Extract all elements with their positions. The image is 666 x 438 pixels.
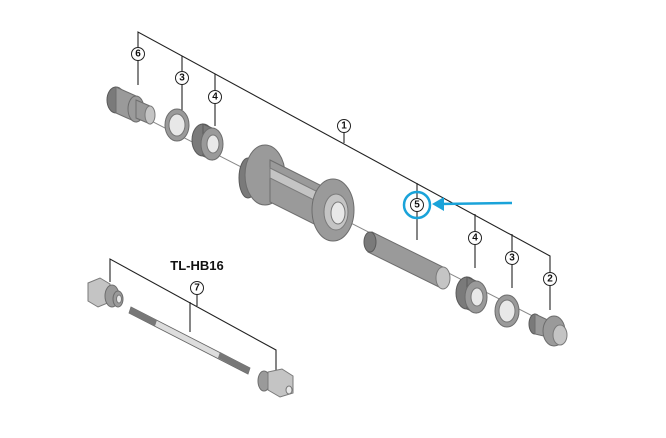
- tool-label: TL-HB16: [170, 258, 223, 273]
- callout-5-label: 5: [414, 200, 420, 211]
- callout-7: 7: [190, 281, 204, 295]
- washer-right: [494, 294, 520, 328]
- callout-7-label: 7: [194, 283, 200, 294]
- tool-threaded-rod: [128, 306, 251, 375]
- highlight-arrow-shaft: [439, 201, 513, 206]
- arrow-icon: [432, 197, 444, 211]
- spacer-tube: [363, 231, 451, 290]
- seal-right: [455, 276, 488, 314]
- seal-left: [191, 123, 224, 161]
- callout-2: 2: [543, 272, 557, 286]
- callout-3-left: 3: [175, 71, 189, 85]
- callout-4-right-label: 4: [472, 233, 478, 244]
- tool-nut-right: [257, 368, 294, 398]
- callout-6: 6: [131, 47, 145, 61]
- callout-2-label: 2: [547, 274, 553, 285]
- callout-4-left: 4: [208, 90, 222, 104]
- hub-body: [238, 144, 355, 242]
- tool-nut-left: [87, 277, 124, 308]
- callout-3-right-label: 3: [509, 253, 515, 264]
- highlight-marker: [402, 190, 513, 220]
- highlight-circle: [402, 190, 432, 220]
- callout-4-right: 4: [468, 231, 482, 245]
- callout-1-label: 1: [341, 121, 347, 132]
- end-cap-right: [528, 313, 568, 347]
- callout-3-right: 3: [505, 251, 519, 265]
- callout-6-label: 6: [135, 49, 141, 60]
- washer-left: [164, 108, 190, 142]
- end-cap-left: [106, 86, 156, 125]
- callout-4-left-label: 4: [212, 92, 218, 103]
- callout-1: 1: [337, 119, 351, 133]
- callout-5: 5: [410, 198, 424, 212]
- callout-3-left-label: 3: [179, 73, 185, 84]
